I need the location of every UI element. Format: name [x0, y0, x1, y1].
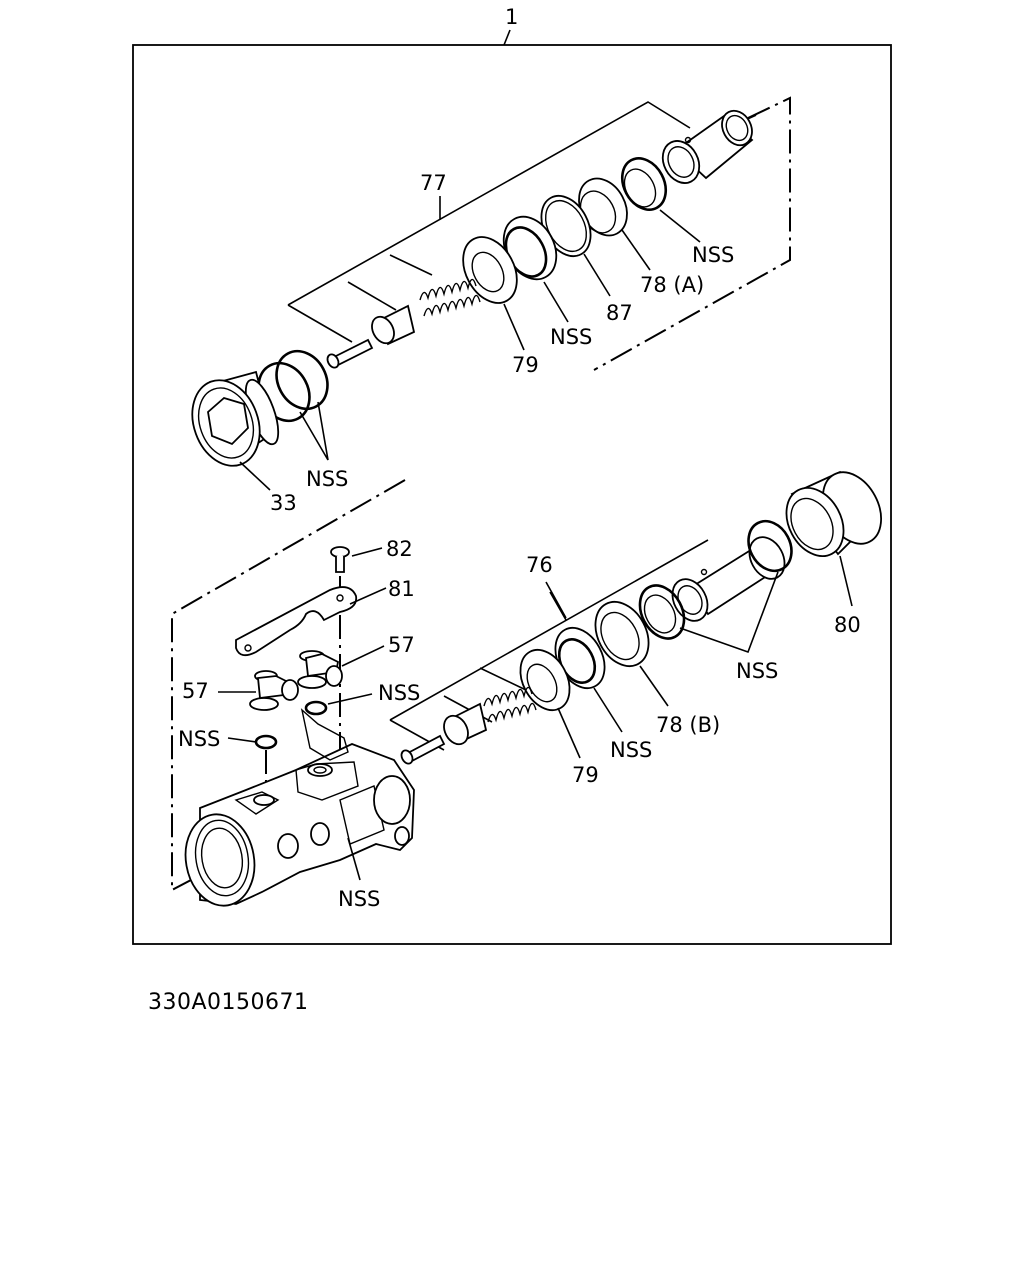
- upper-spring: [419, 278, 481, 317]
- part-79-lower-retainer: [519, 649, 571, 711]
- valve-body: [184, 708, 415, 907]
- label-nss-oring-right: NSS: [378, 681, 420, 705]
- upper-valve-group: 77 NSS 78 (A) 87 NSS 79 NSS 33: [191, 96, 791, 515]
- part-81-plate: [235, 586, 358, 657]
- lower-seal-a: [638, 584, 686, 640]
- fitting-oring-left: [254, 734, 278, 750]
- leader-79-upper: [503, 303, 525, 351]
- drawing-number: 330A0150671: [148, 990, 309, 1015]
- lower-sleeve: [671, 536, 786, 622]
- label-79-upper: 79: [512, 353, 539, 377]
- leader-78b: [639, 665, 669, 707]
- leader-78a: [621, 229, 651, 271]
- part-80-nut: [747, 470, 882, 573]
- label-79-lower: 79: [572, 763, 599, 787]
- upper-boundary: [593, 96, 791, 371]
- leader-33: [239, 461, 271, 491]
- leader-nss-upper-right: [659, 209, 701, 243]
- leader-nss-oring-right: [327, 693, 373, 705]
- label-87: 87: [606, 301, 633, 325]
- bracket-77: [287, 101, 691, 343]
- label-78b: 78 (B): [656, 713, 720, 737]
- leader-76: [545, 581, 567, 619]
- upper-pin: [326, 338, 374, 369]
- label-80: 80: [834, 613, 861, 637]
- lower-plunger: [443, 702, 488, 746]
- label-nss-upper-right: NSS: [692, 243, 734, 267]
- label-77: 77: [420, 171, 447, 195]
- part-78a-ring: [578, 177, 628, 237]
- label-nss-lower-right: NSS: [736, 659, 778, 683]
- label-76: 76: [526, 553, 553, 577]
- part-33-plug: [191, 370, 280, 467]
- label-nss-plug: NSS: [306, 467, 348, 491]
- leader-nss-lower-right: [679, 571, 779, 654]
- upper-seal-a: [620, 157, 668, 211]
- upper-plunger: [371, 304, 416, 346]
- assembly-leader: [503, 29, 511, 46]
- label-82: 82: [386, 537, 413, 561]
- label-nss-body: NSS: [338, 887, 380, 911]
- part-57-fitting-right: [297, 650, 343, 689]
- leader-nss-body: [347, 837, 361, 881]
- leader-nss-lower-middle: [593, 687, 623, 733]
- leader-82: [351, 547, 383, 557]
- leader-79-lower: [557, 707, 581, 759]
- lower-pin: [400, 734, 446, 765]
- leader-nss-upper-middle: [543, 281, 569, 323]
- leader-87: [583, 253, 611, 297]
- label-57-right: 57: [388, 633, 415, 657]
- leader-81: [349, 587, 387, 605]
- upper-sleeve: [661, 109, 754, 184]
- label-33: 33: [270, 491, 297, 515]
- part-57-fitting-left: [249, 670, 299, 711]
- lower-spring: [483, 686, 537, 723]
- lower-seal-a-inner: [643, 594, 677, 634]
- leader-nss-plug: [299, 401, 329, 461]
- label-57-left: 57: [182, 679, 209, 703]
- leader-57-right: [341, 645, 385, 667]
- assembly-frame: [132, 44, 892, 945]
- part-79-upper-retainer: [462, 236, 518, 304]
- part-82-screw: [330, 546, 350, 573]
- fitting-oring-right: [304, 700, 328, 716]
- assembly-label-1: 1: [505, 5, 518, 29]
- label-nss-lower-middle: NSS: [610, 738, 652, 762]
- lower-valve-group: 82 81 57 57 NSS NSS 76 80 NSS 78 (B) NSS…: [171, 470, 882, 911]
- part-78b-ring: [594, 601, 650, 667]
- label-nss-upper-middle: NSS: [550, 325, 592, 349]
- leader-nss-oring-left: [227, 737, 257, 743]
- label-81: 81: [388, 577, 415, 601]
- leader-80: [839, 555, 853, 607]
- label-78a: 78 (A): [640, 273, 704, 297]
- label-nss-oring-left: NSS: [178, 727, 220, 751]
- plug-oring-outer: [275, 349, 329, 411]
